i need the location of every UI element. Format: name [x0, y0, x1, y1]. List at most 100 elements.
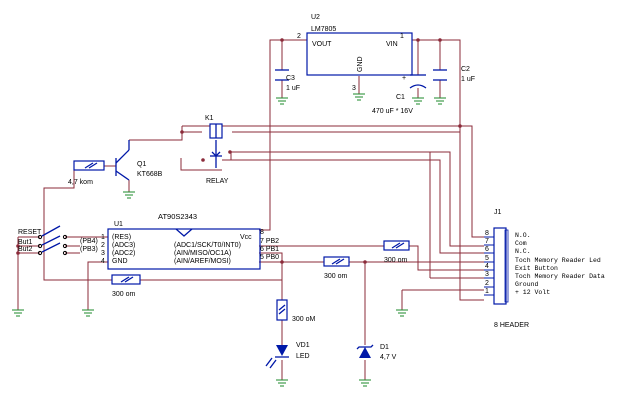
u1-ain-mosi: (AIN/AREF/MOSI) — [174, 258, 231, 265]
ground-icon — [82, 309, 94, 317]
j1-pin-2: 2 — [485, 280, 489, 287]
u2-regulator: U2 LM7805 VOUT VIN GND 2 1 3 — [297, 14, 413, 92]
j1-label-led: Toch Memory Reader Led — [515, 257, 601, 264]
j1-header: J1 876 543 21 8 HEADER — [484, 209, 529, 329]
ground-icon — [412, 97, 424, 105]
c2-val: 1 uF — [461, 76, 475, 83]
vd1-label: LED — [296, 353, 310, 360]
but2-label: But2 — [18, 246, 33, 253]
u2-gnd: GND — [357, 56, 364, 72]
r-mid-value: 300 om — [324, 273, 348, 280]
reset-switch — [37, 225, 68, 240]
vd1-led: VD1 LED — [265, 342, 310, 369]
j1-label-ground: Ground — [515, 281, 539, 288]
u1-pin5: 5 PB0 — [260, 254, 279, 261]
k1-relay: K1 RELAY — [201, 115, 232, 185]
u1-vcc: Vcc — [240, 234, 252, 241]
ground-icon — [276, 97, 288, 105]
c3-ref: C3 — [286, 75, 295, 82]
but1-label: But1 — [18, 239, 33, 246]
c3-capacitor: C3 1 uF — [275, 69, 300, 92]
j1-pin-4: 4 — [485, 263, 489, 270]
q1-part: KT668B — [137, 171, 163, 178]
j1-name: 8 HEADER — [494, 322, 529, 329]
r-led-resistor: 300 oM — [276, 299, 316, 323]
r-top-resistor: 300 om — [383, 240, 410, 264]
u1-pin6: 6 PB1 — [260, 246, 279, 253]
u2-vin: VIN — [386, 41, 398, 48]
u1-ref: U1 — [114, 221, 123, 228]
k1-label: RELAY — [206, 178, 229, 185]
u2-part: LM7805 — [311, 26, 336, 33]
ground-icon — [12, 309, 24, 317]
u1-pb3: (PB3) — [80, 246, 98, 253]
r-top-value: 300 om — [384, 257, 408, 264]
r-base-value: 4,7 kom — [68, 179, 93, 186]
but2-switch — [37, 242, 68, 256]
j1-ref: J1 — [494, 209, 502, 216]
j1-label-com: Com — [515, 240, 527, 247]
r-led-value: 300 oM — [292, 316, 316, 323]
wires — [17, 39, 484, 380]
u1-adc2: (ADC2) — [112, 250, 135, 257]
c1-plus: + — [402, 75, 406, 82]
u1-pin3: 3 — [101, 250, 105, 257]
j1-label-12v: + 12 Volt — [515, 289, 550, 296]
c3-val: 1 uF — [286, 85, 300, 92]
r-base-resistor: 4,7 kom — [68, 160, 105, 186]
u1-adc1: (ADC1/SCK/T0/INT0) — [174, 242, 241, 249]
u1-gnd: GND — [112, 258, 128, 265]
d1-val: 4,7 V — [380, 354, 397, 361]
ground-icon — [434, 97, 446, 105]
r-bottom-resistor: 300 om — [111, 274, 141, 298]
j1-label-nc: N.C. — [515, 248, 531, 255]
u1-res: (RES) — [112, 234, 131, 241]
j1-pin-3: 3 — [485, 271, 489, 278]
u1-pb4: (PB4) — [80, 238, 98, 245]
ground-icon — [276, 379, 288, 387]
j1-pin-6: 6 — [485, 246, 489, 253]
u1-part: AT90S2343 — [158, 212, 197, 221]
u2-pin3: 3 — [352, 85, 356, 92]
u1-pin1: 1 — [101, 234, 105, 241]
j1-label-exit: Exit Button — [515, 265, 558, 272]
j1-labels: N.O. Com N.C. Toch Memory Reader Led Exi… — [515, 232, 605, 296]
q1-transistor: Q1 KT668B — [115, 140, 163, 181]
u1-mcu: U1 AT90S2343 1 2 3 4 (PB4) (PB3) (RES) (… — [80, 212, 279, 270]
j1-pin-1: 1 — [485, 288, 489, 295]
c1-val: 470 uF * 16V — [372, 108, 413, 115]
u2-vout: VOUT — [312, 41, 332, 48]
ground-icon — [353, 93, 365, 101]
j1-pin-8: 8 — [485, 230, 489, 237]
ground-icon — [359, 379, 371, 387]
but1-switch — [37, 235, 68, 249]
u1-pin2: 2 — [101, 242, 105, 249]
q1-ref: Q1 — [137, 161, 146, 168]
u1-pin7: 7 PB2 — [260, 238, 279, 245]
j1-label-no: N.O. — [515, 232, 531, 239]
u2-pin1: 1 — [400, 33, 404, 40]
ground-symbols — [12, 93, 446, 387]
r-mid-resistor: 300 om — [323, 256, 350, 280]
reset-label: RESET — [18, 229, 42, 236]
c2-ref: C2 — [461, 66, 470, 73]
j1-pin-5: 5 — [485, 255, 489, 262]
j1-pin-7: 7 — [485, 238, 489, 245]
u2-pin2: 2 — [297, 33, 301, 40]
c1-capacitor: + C1 470 uF * 16V — [372, 74, 427, 115]
ground-icon — [123, 191, 135, 199]
k1-ref: K1 — [205, 115, 214, 122]
u1-adc3: (ADC3) — [112, 242, 135, 249]
u1-ain-miso: (AIN/MISO/OC1A) — [174, 250, 231, 257]
ground-icon — [396, 309, 408, 317]
d1-zener: D1 4,7 V — [356, 344, 397, 361]
c1-ref: C1 — [396, 94, 405, 101]
buttons: RESET But1 But2 — [18, 225, 68, 256]
c2-capacitor: C2 1 uF — [433, 66, 475, 83]
vd1-ref: VD1 — [296, 342, 310, 349]
junctions — [16, 38, 462, 264]
j1-label-data: Toch Memory Reader Data — [515, 273, 605, 280]
d1-ref: D1 — [380, 344, 389, 351]
